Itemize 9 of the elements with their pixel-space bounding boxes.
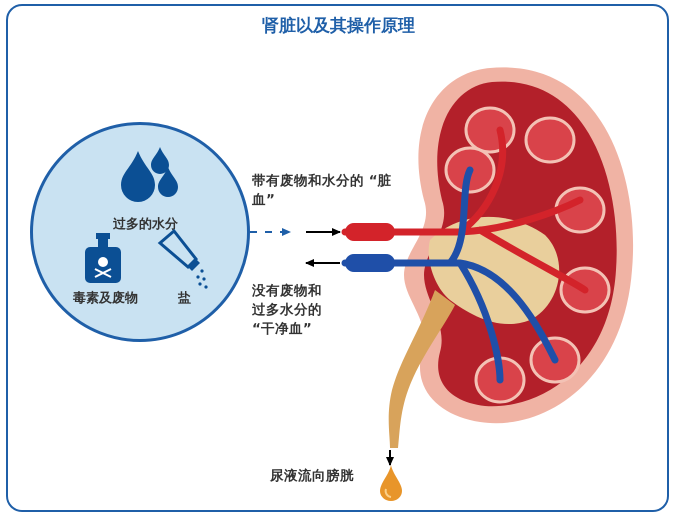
arrow xyxy=(305,259,340,267)
arrow xyxy=(306,228,341,236)
arrow xyxy=(250,228,291,236)
icon-label: 过多的水分 xyxy=(113,216,178,233)
icon-label: 毒素及废物 xyxy=(73,290,138,307)
arrow xyxy=(386,450,394,466)
icon-label: 盐 xyxy=(178,290,191,307)
node-label: 尿液流向膀胱 xyxy=(270,467,354,486)
title: 肾脏以及其操作原理 xyxy=(261,15,416,37)
